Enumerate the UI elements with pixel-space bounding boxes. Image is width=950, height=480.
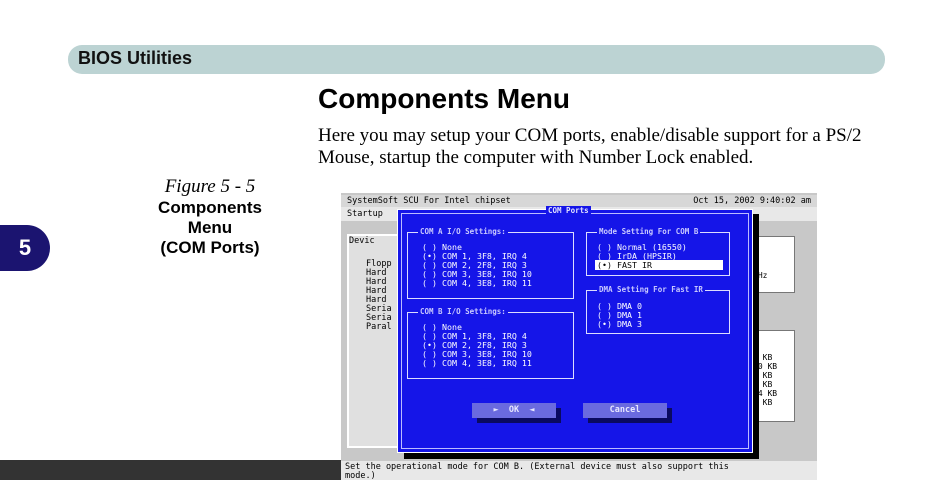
cancel-button[interactable]: Cancel <box>583 403 667 418</box>
cancel-label: Cancel <box>609 405 641 415</box>
device-row: Paral <box>366 322 392 332</box>
bios-title-bar: SystemSoft SCU For Intel chipset Oct 15,… <box>341 195 817 207</box>
dma-option[interactable]: ( ) DMA 0 <box>597 301 642 311</box>
mode-option[interactable]: ( ) Normal (16550) <box>597 242 687 252</box>
mode-option[interactable]: ( ) IrDA (HPSIR) <box>597 251 677 261</box>
figure-name-line3: (COM Ports) <box>160 238 260 257</box>
com-b-title: COM B I/O Settings: <box>418 307 508 316</box>
help-line-1: Set the operational mode for COM B. (Ext… <box>345 462 729 472</box>
com-a-option[interactable]: ( ) COM 3, 3E8, IRQ 10 <box>422 269 532 279</box>
intro-paragraph: Here you may setup your COM ports, enabl… <box>318 125 862 168</box>
header-title: BIOS Utilities <box>78 48 193 68</box>
mode-com-b-title: Mode Setting For COM B <box>597 227 701 236</box>
com-b-option[interactable]: ( ) None <box>422 322 462 332</box>
device-row: Hard <box>366 277 387 287</box>
dma-group: DMA Setting For Fast IR ( ) DMA 0 ( ) DM… <box>586 285 730 334</box>
memory-value: 0 KB <box>753 353 773 362</box>
ok-button-label: ► OK ◄ <box>493 405 535 415</box>
ok-button[interactable]: ► OK ◄ <box>472 403 556 418</box>
dialog-title: COM Ports <box>546 206 591 215</box>
device-row: Hard <box>366 268 387 278</box>
device-row: Hard <box>366 286 387 296</box>
com-a-option[interactable]: ( ) None <box>422 242 462 252</box>
mode-option-selected[interactable]: (•) FAST IR <box>595 260 723 270</box>
memory-value: 2 KB <box>753 398 773 407</box>
dma-title: DMA Setting For Fast IR <box>597 285 705 294</box>
figure-name-line1: Components <box>158 198 262 217</box>
bios-screenshot: SystemSoft SCU For Intel chipset Oct 15,… <box>341 193 817 480</box>
page-title: Components Menu <box>318 83 570 114</box>
memory-value: 34 KB <box>753 389 778 398</box>
com-ports-dialog: COM Ports COM A I/O Settings: ( ) None (… <box>397 206 753 453</box>
device-row: Flopp <box>366 259 392 269</box>
help-text: Set the operational mode for COM B. (Ext… <box>345 463 729 480</box>
com-b-option[interactable]: ( ) COM 1, 3F8, IRQ 4 <box>422 331 527 341</box>
chapter-tab: 5 <box>0 225 50 271</box>
dma-option[interactable]: (•) DMA 3 <box>597 319 642 329</box>
com-a-group: COM A I/O Settings: ( ) None (•) COM 1, … <box>407 227 574 299</box>
com-a-option[interactable]: ( ) COM 2, 2F8, IRQ 3 <box>422 260 527 270</box>
header-bar: BIOS Utilities <box>68 45 885 74</box>
dma-option[interactable]: ( ) DMA 1 <box>597 310 642 320</box>
figure-number: Figure 5 - 5 <box>164 176 256 197</box>
memory-value: 0 KB <box>753 380 773 389</box>
com-a-option[interactable]: (•) COM 1, 3F8, IRQ 4 <box>422 251 527 261</box>
device-row: Hard <box>366 295 387 305</box>
memory-value: 20 KB <box>753 362 778 371</box>
device-row: Seria <box>366 304 392 314</box>
info-value: MHz <box>753 271 768 280</box>
ok-label: OK <box>508 405 520 415</box>
memory-value: 5 KB <box>753 371 773 380</box>
help-bar: Set the operational mode for COM B. (Ext… <box>341 461 817 480</box>
device-row: Seria <box>366 313 392 323</box>
devices-window-title: Devic <box>349 236 375 246</box>
com-a-option[interactable]: ( ) COM 4, 3E8, IRQ 11 <box>422 278 532 288</box>
com-b-option[interactable]: ( ) COM 4, 3E8, IRQ 11 <box>422 358 532 368</box>
bios-app-title: SystemSoft SCU For Intel chipset <box>347 196 511 206</box>
figure-caption: Figure 5 - 5 Components Menu (COM Ports) <box>140 176 280 258</box>
bios-datetime: Oct 15, 2002 9:40:02 am <box>693 196 811 206</box>
figure-name-line2: Menu <box>187 218 233 237</box>
help-line-2: mode.) <box>345 471 376 480</box>
com-a-title: COM A I/O Settings: <box>418 227 508 236</box>
footer-bar <box>0 460 342 480</box>
com-b-option[interactable]: (•) COM 2, 2F8, IRQ 3 <box>422 340 527 350</box>
mode-com-b-group: Mode Setting For COM B ( ) Normal (16550… <box>586 227 730 276</box>
menu-startup[interactable]: Startup <box>347 209 383 219</box>
com-b-option[interactable]: ( ) COM 3, 3E8, IRQ 10 <box>422 349 532 359</box>
com-b-group: COM B I/O Settings: ( ) None ( ) COM 1, … <box>407 307 574 379</box>
